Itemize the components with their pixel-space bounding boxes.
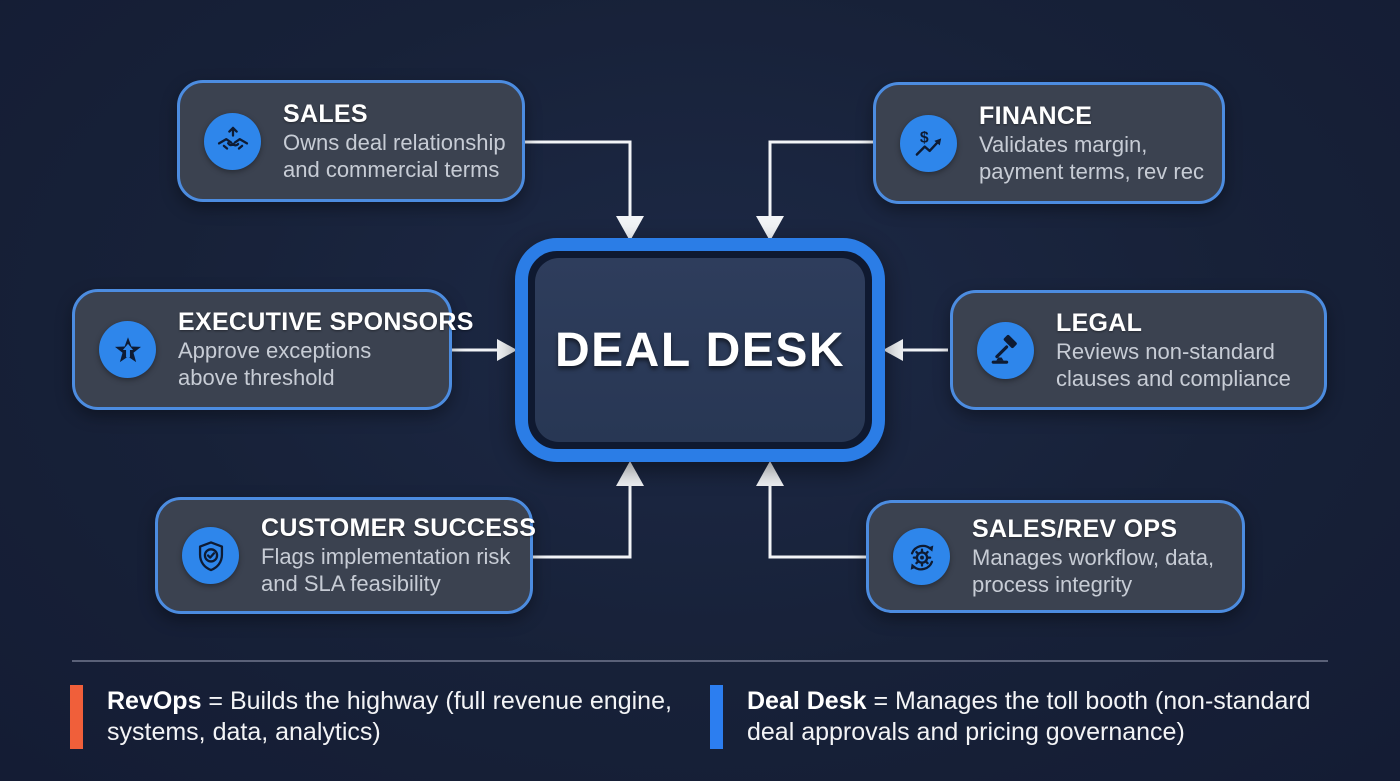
arrowhead-left-icon xyxy=(883,339,903,361)
node-desc-line: payment terms, rev rec xyxy=(979,158,1204,184)
arrowhead-up-icon xyxy=(616,461,644,486)
node-title: FINANCE xyxy=(979,101,1093,130)
deal-desk-inner-panel: DEAL DESK xyxy=(535,258,865,442)
star-arrow-icon xyxy=(99,321,156,378)
legend-revops-term: RevOps xyxy=(107,687,202,715)
node-desc-line: and commercial terms xyxy=(283,156,500,182)
node-desc-line: Manages workflow, data, xyxy=(972,545,1215,571)
node-sales: SALES Owns deal relationship and commerc… xyxy=(177,80,525,202)
arrowhead-up-icon xyxy=(756,461,784,486)
node-title: EXECUTIVE SPONSORS xyxy=(178,308,474,337)
legend-dealdesk-line1: Deal Desk = Manages the toll booth (non-… xyxy=(747,686,1311,717)
node-title: SALES/REV OPS xyxy=(972,515,1178,544)
handshake-growth-icon xyxy=(204,112,261,170)
node-desc-line: above threshold xyxy=(178,365,335,391)
node-title: SALES xyxy=(283,99,368,128)
legend-dealdesk-definition: = Manages the toll booth (non-standard xyxy=(866,687,1311,715)
arrowhead-down-icon xyxy=(616,216,644,241)
node-title: CUSTOMER SUCCESS xyxy=(261,514,537,543)
arrowhead-down-icon xyxy=(756,216,784,241)
arrowhead-right-icon xyxy=(497,339,517,361)
node-desc-line: Owns deal relationship xyxy=(283,129,506,155)
deal-desk-center-box: DEAL DESK xyxy=(515,238,885,462)
footer-divider xyxy=(72,660,1328,662)
node-customer-success: CUSTOMER SUCCESS Flags implementation ri… xyxy=(155,497,537,614)
dollar-trend-icon: $ xyxy=(900,114,957,172)
legend-revops-line1: RevOps = Builds the highway (full revenu… xyxy=(107,686,672,717)
node-sales-rev-ops: SALES/REV OPS Manages workflow, data, pr… xyxy=(866,500,1245,613)
node-desc-line: Flags implementation risk xyxy=(261,544,511,570)
legend-revops-line2: systems, data, analytics) xyxy=(107,717,381,746)
legend-dealdesk-term: Deal Desk xyxy=(747,687,867,715)
node-title: LEGAL xyxy=(1056,308,1143,337)
deal-desk-title: DEAL DESK xyxy=(555,323,845,377)
arrow-revops-to-dealdesk xyxy=(768,484,866,559)
arrow-cs-to-dealdesk xyxy=(533,484,632,559)
shield-check-icon xyxy=(182,527,239,584)
gear-sync-icon xyxy=(893,528,950,585)
svg-text:$: $ xyxy=(919,129,928,146)
node-desc-line: and SLA feasibility xyxy=(261,571,441,597)
legend-revops-definition: = Builds the highway (full revenue engin… xyxy=(201,687,672,715)
node-desc-line: Reviews non-standard xyxy=(1056,338,1275,364)
gavel-icon xyxy=(977,321,1034,379)
node-executive-sponsors: EXECUTIVE SPONSORS Approve exceptions ab… xyxy=(72,289,473,410)
node-desc-line: Approve exceptions xyxy=(178,338,372,364)
node-legal: LEGAL Reviews non-standard clauses and c… xyxy=(950,290,1327,410)
node-finance: $ FINANCE Validates margin, payment term… xyxy=(873,82,1225,204)
arrow-sales-to-dealdesk xyxy=(525,140,632,218)
legend-bar-orange xyxy=(70,685,83,749)
legend-deal-desk: Deal Desk = Manages the toll booth (non-… xyxy=(710,685,1311,749)
node-desc-line: clauses and compliance xyxy=(1056,365,1291,391)
legend-revops: RevOps = Builds the highway (full revenu… xyxy=(70,685,672,749)
node-desc-line: Validates margin, xyxy=(979,131,1148,157)
arrow-finance-to-dealdesk xyxy=(768,140,873,218)
node-desc-line: process integrity xyxy=(972,572,1133,598)
legend-dealdesk-line2: deal approvals and pricing governance) xyxy=(747,717,1185,746)
legend-bar-blue xyxy=(710,685,723,749)
